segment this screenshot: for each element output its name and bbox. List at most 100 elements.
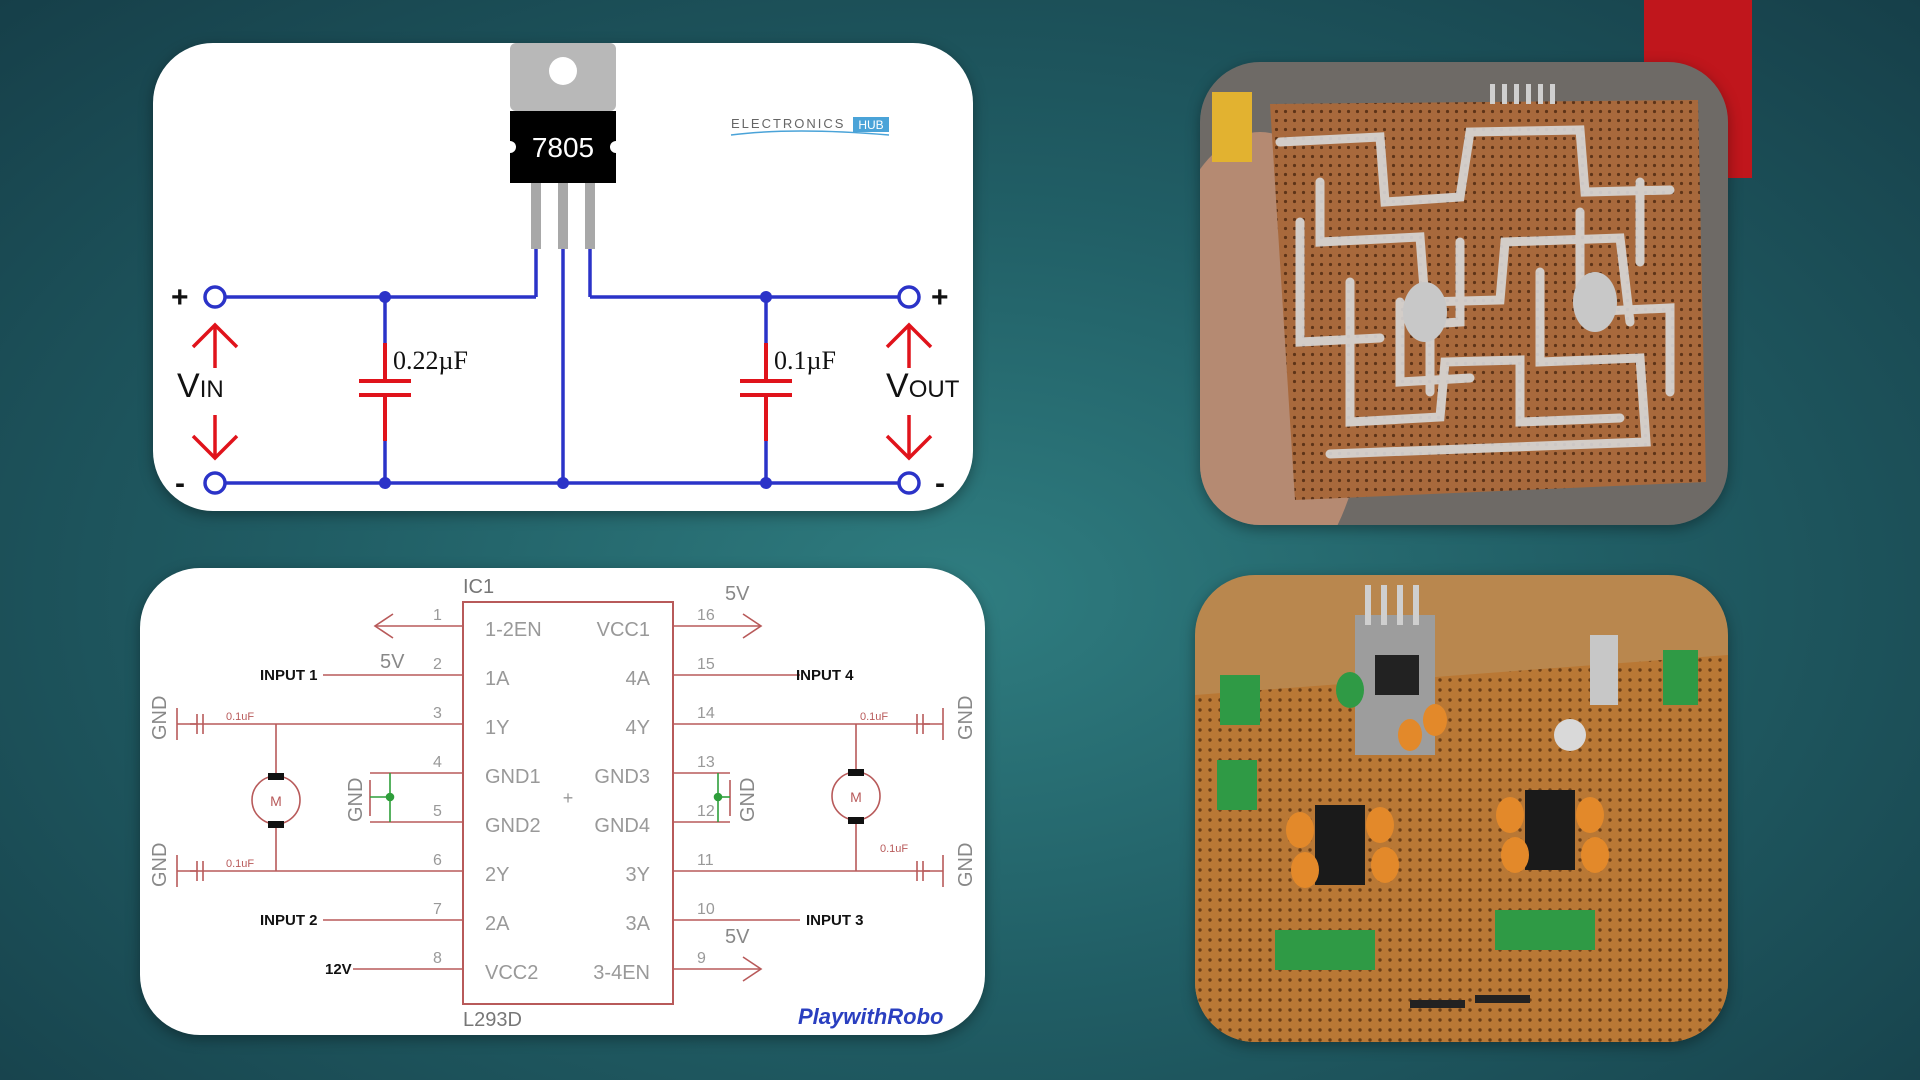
vin-arrows (191, 322, 239, 461)
vout-arrows (885, 322, 933, 461)
svg-text:M: M (850, 789, 862, 805)
pin-name: 2Y (485, 864, 509, 886)
pin-name: 4A (626, 668, 651, 690)
pin-name: 4Y (626, 717, 650, 739)
pin-number: 12 (697, 803, 715, 820)
vin-label: VIN (177, 367, 224, 405)
pin-name: GND3 (594, 766, 650, 788)
pin-number: 9 (697, 950, 706, 967)
header-pins (1490, 84, 1555, 104)
v5-label-left: 5V (380, 651, 405, 673)
vout-plus-sign: + (931, 281, 949, 314)
cap-out-label: 0.1µF (774, 346, 836, 375)
output-capacitor (740, 343, 792, 441)
ic-pin-2: 21A (433, 656, 510, 690)
pin-name: VCC1 (597, 619, 650, 641)
pin-name: GND1 (485, 766, 541, 788)
ic-name-label: L293D (463, 1009, 522, 1031)
assembled-board-photo (1195, 575, 1728, 1042)
pin-number: 2 (433, 656, 442, 673)
vin-plus-terminal (203, 285, 227, 309)
ic-pin-1: 1 1-2EN (433, 607, 542, 641)
pin-number: 5 (433, 803, 442, 820)
ic-sockets (1315, 790, 1575, 885)
perfboard (1270, 100, 1706, 500)
gnd-label-2: GND (149, 843, 171, 887)
vout-label: VOUT (886, 367, 960, 405)
regulator-schematic-panel: 7805 ELECTRONICS HUB (153, 43, 973, 511)
motor-right: M (831, 769, 881, 824)
ic-pin-7: 72A (433, 901, 510, 935)
pin-number: 8 (433, 950, 442, 967)
vout-plus-terminal (897, 285, 921, 309)
pin-name: 1-2EN (485, 619, 542, 641)
ic-pin-9: 9 3-4EN (593, 950, 706, 984)
pin-number: 14 (697, 705, 715, 722)
screw-terminals (1217, 650, 1698, 970)
gnd-label-1: GND (149, 696, 171, 740)
soldered-board-photo (1200, 62, 1728, 525)
brand-logo-text: PlaywithRobo (798, 1004, 943, 1029)
gnd-label-6: GND (737, 778, 759, 822)
pin-number: 15 (697, 656, 715, 673)
ic-pin-6: 6 2Y (433, 852, 509, 886)
pin-number: 10 (697, 901, 715, 918)
input1-label: INPUT 1 (260, 667, 318, 684)
pin-number: 16 (697, 607, 715, 624)
ic-pin-11: 11 3Y (626, 852, 714, 886)
pin-number: 3 (433, 705, 442, 722)
pin-name: VCC2 (485, 962, 538, 984)
pin-name: 1Y (485, 717, 509, 739)
gnd-label-3: GND (955, 696, 977, 740)
ic-pin-10: 10 3A (626, 901, 715, 935)
mounting-hole (549, 57, 577, 85)
gnd-label-4: GND (955, 843, 977, 887)
brand-text: ELECTRONICS (731, 116, 845, 131)
svg-text:M: M (270, 793, 282, 809)
svg-text:+: + (563, 788, 574, 808)
vout-minus-terminal (897, 471, 921, 495)
ic-pin-14: 14 4Y (626, 705, 715, 739)
potentiometer (1554, 719, 1586, 751)
pin-number: 1 (433, 607, 442, 624)
pin-name: 3-4EN (593, 962, 650, 984)
pin-name: 3Y (626, 864, 650, 886)
pin-name: 3A (626, 913, 651, 935)
ic-body (462, 601, 674, 1005)
cap-in-label: 0.22µF (393, 346, 468, 375)
v5-label-bottom: 5V (725, 926, 750, 948)
ic-pin-15: 15 4A (626, 656, 715, 690)
cap-label-2: 0.1uF (226, 858, 254, 870)
driver-wires (176, 613, 944, 982)
ic-ref-label: IC1 (463, 576, 494, 598)
pin-number: 7 (433, 901, 442, 918)
pin-name: GND2 (485, 815, 541, 837)
pin-number: 11 (697, 852, 714, 869)
brand-badge (853, 117, 889, 132)
motor-left: M (251, 773, 301, 828)
cap-label-4: 0.1uF (880, 843, 908, 855)
vout-minus-sign: - (935, 467, 945, 500)
pin-number: 6 (433, 852, 442, 869)
cap-label-3: 0.1uF (860, 711, 888, 723)
pin-name: GND4 (594, 815, 650, 837)
gnd-tie-links (370, 773, 730, 822)
vin-minus-terminal (203, 471, 227, 495)
input-capacitor (359, 343, 411, 441)
chip-label: 7805 (532, 132, 594, 163)
header-pins (1410, 995, 1530, 1008)
input2-label: INPUT 2 (260, 912, 318, 929)
perfboard (1195, 655, 1728, 1042)
cap-label-1: 0.1uF (226, 711, 254, 723)
regulator-chip-body (510, 111, 616, 183)
ic-pin-3: 3 1Y (433, 705, 509, 739)
svg-text:HUB: HUB (858, 118, 883, 132)
